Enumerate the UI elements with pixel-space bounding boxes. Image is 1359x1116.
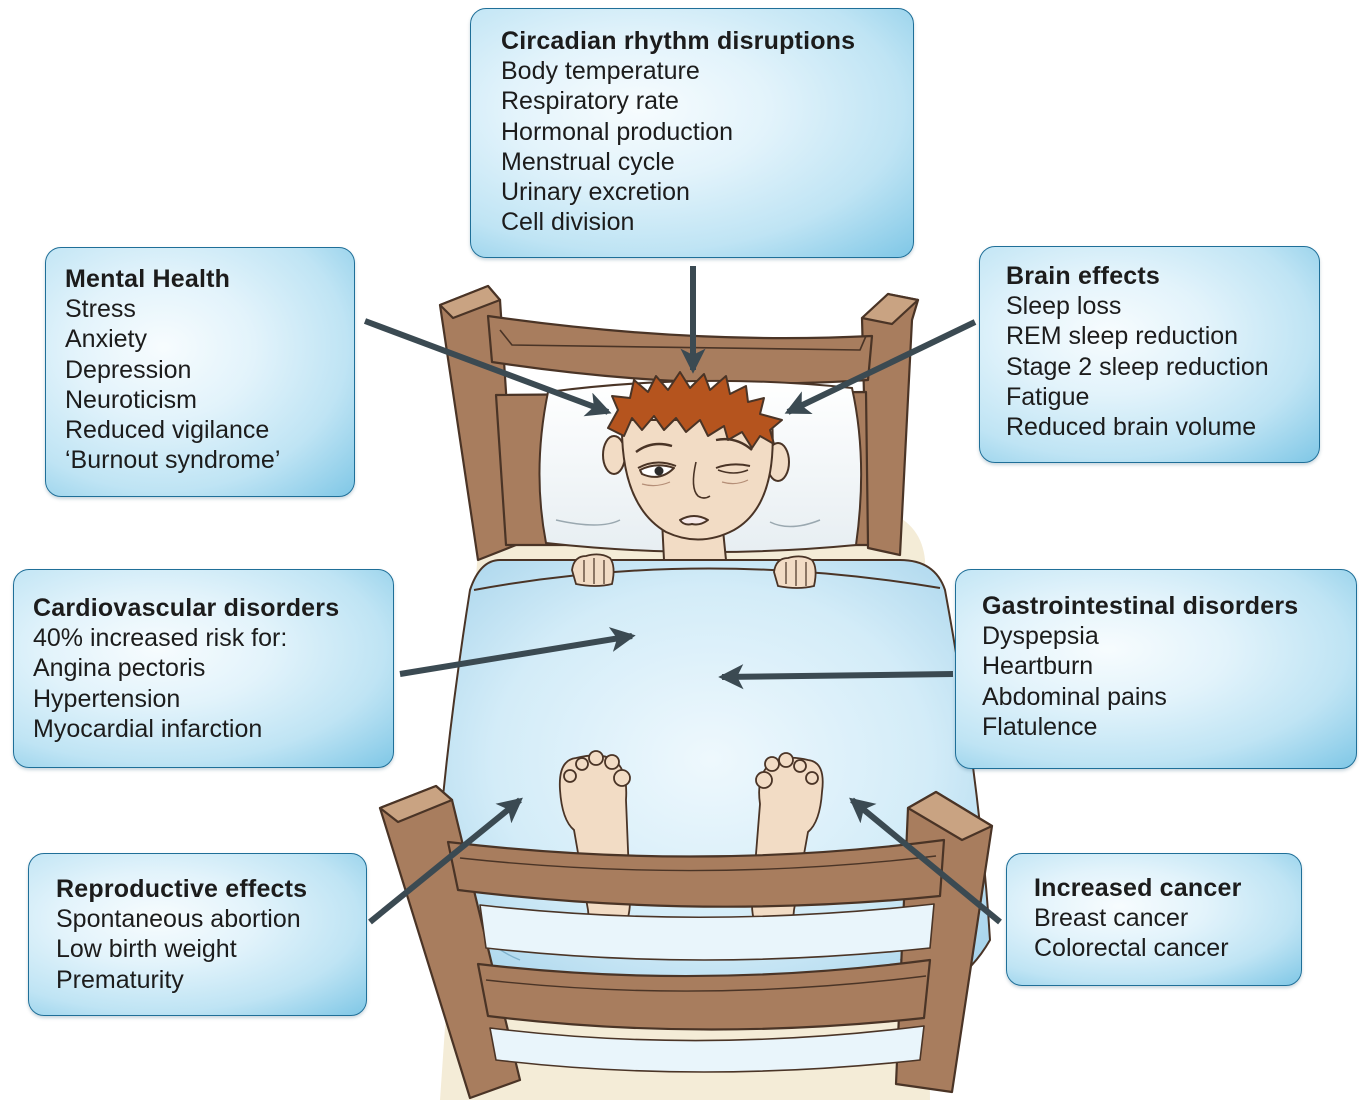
list-item: Colorectal cancer	[1034, 933, 1301, 963]
brain-effects-box: Brain effects Sleep loss REM sleep reduc…	[979, 246, 1320, 463]
list-item: Reduced vigilance	[65, 415, 354, 445]
box-item-list: Sleep loss REM sleep reduction Stage 2 s…	[1006, 291, 1319, 442]
list-item: Stress	[65, 294, 354, 324]
list-item: Abdominal pains	[982, 682, 1356, 712]
list-item: Reduced brain volume	[1006, 412, 1319, 442]
arrow-icon	[722, 674, 953, 677]
box-item-list: Stress Anxiety Depression Neuroticism Re…	[65, 294, 354, 475]
box-title: Brain effects	[1006, 261, 1319, 291]
list-item: Hormonal production	[501, 117, 913, 147]
box-title: Increased cancer	[1034, 873, 1301, 903]
cardiovascular-disorders-box: Cardiovascular disorders 40% increased r…	[13, 569, 394, 768]
list-item: Low birth weight	[56, 934, 366, 964]
list-item: Neuroticism	[65, 385, 354, 415]
list-item: ‘Burnout syndrome’	[65, 445, 354, 475]
list-item: Prematurity	[56, 965, 366, 995]
list-item: Angina pectoris	[33, 653, 393, 683]
box-title: Reproductive effects	[56, 874, 366, 904]
list-item: Menstrual cycle	[501, 147, 913, 177]
list-item: Anxiety	[65, 324, 354, 354]
gastrointestinal-disorders-box: Gastrointestinal disorders Dyspepsia Hea…	[955, 569, 1357, 769]
box-item-list: Breast cancer Colorectal cancer	[1034, 903, 1301, 963]
list-item: REM sleep reduction	[1006, 321, 1319, 351]
list-item: Respiratory rate	[501, 86, 913, 116]
list-item: Dyspepsia	[982, 621, 1356, 651]
box-item-list: 40% increased risk for: Angina pectoris …	[33, 623, 393, 744]
list-item: Hypertension	[33, 684, 393, 714]
list-item: Myocardial infarction	[33, 714, 393, 744]
circadian-rhythm-box: Circadian rhythm disruptions Body temper…	[470, 8, 914, 258]
list-item: Spontaneous abortion	[56, 904, 366, 934]
mental-health-box: Mental Health Stress Anxiety Depression …	[45, 247, 355, 497]
box-item-list: Spontaneous abortion Low birth weight Pr…	[56, 904, 366, 995]
list-item: Cell division	[501, 207, 913, 237]
list-item: Urinary excretion	[501, 177, 913, 207]
box-title: Mental Health	[65, 264, 354, 294]
list-item: Sleep loss	[1006, 291, 1319, 321]
box-item-list: Body temperature Respiratory rate Hormon…	[501, 56, 913, 237]
list-item: 40% increased risk for:	[33, 623, 393, 653]
box-title: Cardiovascular disorders	[33, 593, 393, 623]
reproductive-effects-box: Reproductive effects Spontaneous abortio…	[28, 853, 367, 1016]
box-item-list: Dyspepsia Heartburn Abdominal pains Flat…	[982, 621, 1356, 742]
list-item: Flatulence	[982, 712, 1356, 742]
list-item: Body temperature	[501, 56, 913, 86]
increased-cancer-box: Increased cancer Breast cancer Colorecta…	[1006, 853, 1302, 986]
box-title: Gastrointestinal disorders	[982, 591, 1356, 621]
list-item: Heartburn	[982, 651, 1356, 681]
list-item: Stage 2 sleep reduction	[1006, 352, 1319, 382]
list-item: Depression	[65, 355, 354, 385]
list-item: Fatigue	[1006, 382, 1319, 412]
box-title: Circadian rhythm disruptions	[501, 26, 913, 56]
list-item: Breast cancer	[1034, 903, 1301, 933]
